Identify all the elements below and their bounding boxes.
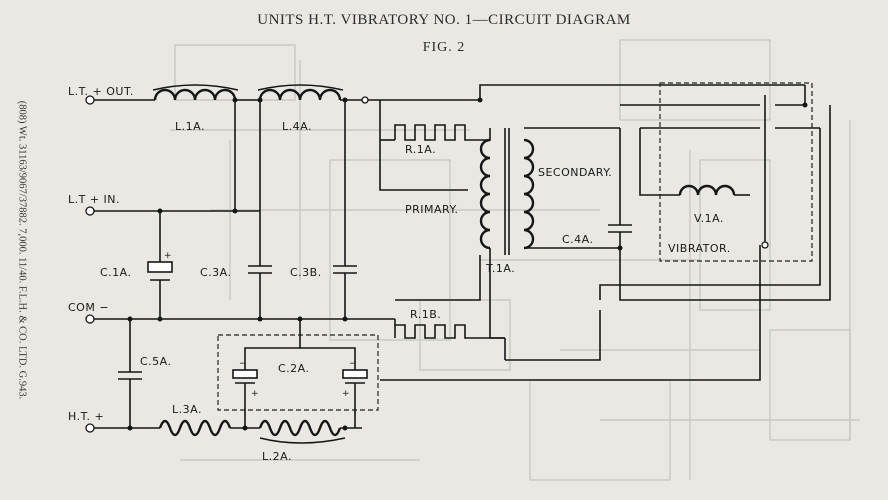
svg-text:+: + [251, 389, 259, 399]
inductor-l3a [158, 419, 232, 437]
label-c3b: C.3B. [290, 266, 322, 279]
svg-text:−: − [239, 359, 247, 369]
label-primary: PRIMARY. [405, 203, 458, 216]
vibrator-coil-v1a [678, 184, 736, 196]
resistor-r1a [394, 124, 470, 141]
terminal-ht [85, 423, 95, 433]
label-c3a: C.3A. [200, 266, 232, 279]
label-c5a: C.5A. [140, 355, 172, 368]
inductor-l2a [258, 419, 342, 437]
terminal-lt-in [85, 206, 95, 216]
label-l2a: L.2A. [262, 450, 292, 463]
transformer-secondary-coil [523, 138, 535, 250]
inductor-l1a [153, 88, 237, 101]
inductor-l4a [258, 88, 342, 101]
label-l1a: L.1A. [175, 120, 205, 133]
label-ht: H.T. + [68, 410, 104, 423]
label-lt-out: L.T. + OUT. [68, 85, 134, 98]
label-c1a: C.1A. [100, 266, 132, 279]
c2a-enclosure [217, 334, 379, 411]
label-lt-in: L.T + IN. [68, 193, 120, 206]
capacitor-c3b [333, 265, 357, 274]
label-l4a: L.4A. [282, 120, 312, 133]
capacitor-c2a-right [342, 369, 368, 379]
transformer-core [504, 128, 510, 255]
label-secondary: SECONDARY. [538, 166, 612, 179]
label-v1a: V.1A. [694, 212, 724, 225]
capacitor-c3a [248, 265, 272, 274]
terminal-com [85, 314, 95, 324]
label-c2a: C.2A. [278, 362, 310, 375]
label-r1b: R.1B. [410, 308, 441, 321]
label-r1a: R.1A. [405, 143, 436, 156]
label-vibrator: VIBRATOR. [668, 242, 731, 255]
label-c4a: C.4A. [562, 233, 594, 246]
label-l3a: L.3A. [172, 403, 202, 416]
svg-text:+: + [164, 251, 172, 261]
vibrator-enclosure [659, 82, 813, 262]
svg-text:−: − [349, 359, 357, 369]
capacitor-c2a-left [232, 369, 258, 379]
label-t1a: T.1A. [485, 262, 515, 275]
figure-number: FIG. 2 [422, 40, 466, 55]
label-com: COM − [68, 301, 109, 314]
capacitor-c1a [147, 261, 173, 273]
svg-text:+: + [342, 389, 350, 399]
capacitor-c5a [118, 371, 142, 380]
transformer-primary-coil [479, 138, 491, 250]
diagram-title: UNITS H.T. VIBRATORY NO. 1—CIRCUIT DIAGR… [257, 12, 631, 28]
capacitor-c4a [608, 224, 632, 233]
resistor-r1b [394, 324, 475, 339]
